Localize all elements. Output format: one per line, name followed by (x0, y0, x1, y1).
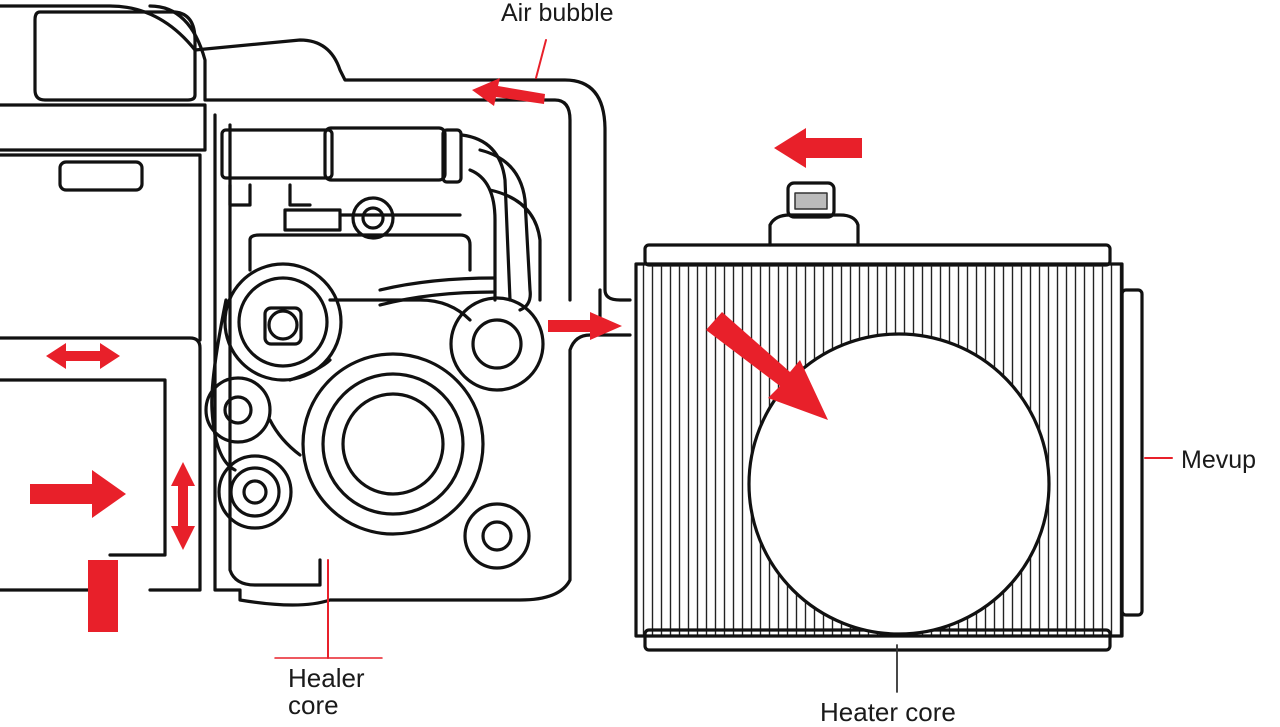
intake-tube-left (220, 128, 334, 180)
label-heater-core-left: Healer core (288, 663, 365, 721)
flow-arrow-left-icon (30, 470, 126, 518)
idler-pulley-rim (229, 466, 281, 518)
cross-hose (378, 276, 497, 307)
radiator-top-tank (643, 243, 1112, 267)
tensioner-pulley (204, 376, 272, 444)
lower-pulley (463, 502, 531, 570)
flow-arrow-top-left-icon (472, 78, 545, 106)
flow-arrow-diagonal-icon (706, 312, 828, 420)
radiator-cap-icon (786, 181, 836, 219)
flow-arrow-to-radiator-icon (548, 312, 622, 340)
label-heater-core-left-line2: core (288, 690, 339, 721)
leader-air-bubble (535, 39, 547, 79)
lower-pulley-hub (481, 520, 513, 552)
water-pump-pulley (301, 352, 485, 536)
idler-pulley (217, 454, 293, 530)
hose-bundle-1 (460, 133, 512, 302)
radiator-neck (768, 213, 860, 247)
double-arrow-left-icon (46, 343, 120, 369)
engine-block-top (248, 233, 472, 272)
idler-hub (242, 479, 268, 505)
alternator-hub-nut (263, 306, 303, 346)
flow-arrow-top-right-icon (774, 128, 862, 168)
double-arrow-vertical-icon (171, 462, 195, 550)
serpentine-belt (210, 298, 472, 472)
ps-pump-hub (471, 318, 523, 370)
water-pump-hub (341, 392, 445, 496)
radiator-side-tank (1120, 288, 1144, 617)
window-outline (0, 103, 207, 152)
intake-tube (323, 126, 447, 182)
throttle-pulley-hub (361, 206, 385, 230)
door-handle (58, 160, 144, 192)
tensioner-hub (223, 395, 253, 425)
engine-frame-inner (228, 123, 322, 587)
label-air-bubble: Air bubble (501, 0, 614, 27)
windshield-frame (33, 10, 197, 102)
alternator-hub (267, 309, 299, 341)
left-panel-inner (0, 378, 167, 557)
fan-shroud-icon (747, 332, 1051, 636)
hose-bundle-4 (488, 188, 542, 302)
hose-bundle-3 (478, 148, 532, 312)
intake-mount (228, 183, 312, 207)
water-pump-ring (321, 372, 465, 516)
ps-pump-pulley (449, 296, 545, 392)
throttle-body (283, 208, 462, 232)
alternator-pulley-rim (237, 276, 329, 368)
alternator-pulley (223, 262, 343, 382)
intake-clamp (441, 128, 463, 184)
engine-frame (213, 113, 632, 607)
label-heater-core-left-line1: Healer (288, 663, 365, 693)
label-mevup: Mevup (1181, 446, 1257, 474)
vehicle-body-line (0, 153, 202, 342)
vehicle-hood-outline (0, 4, 632, 302)
label-heater-core-bottom: Heater core (820, 697, 956, 727)
radiator-cap-grip (794, 192, 828, 210)
left-panel-outer (0, 336, 202, 592)
lower-hose-marker (88, 560, 118, 632)
throttle-pulley (351, 196, 395, 240)
